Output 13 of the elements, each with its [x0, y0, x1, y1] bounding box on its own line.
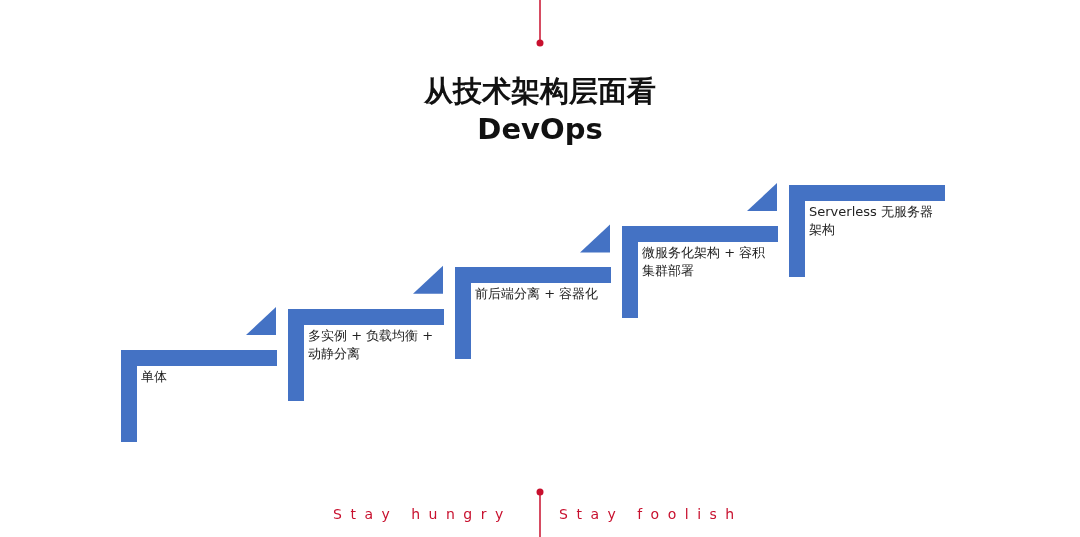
slogan-text: Stay hungry [333, 506, 512, 522]
step-block [622, 226, 778, 319]
slogan-text: Stay foolish [559, 506, 743, 522]
step-label: Serverless 无服务器架构 [809, 202, 934, 239]
step-label: 微服务化架构 + 容积集群部署 [642, 244, 767, 281]
step-block [288, 308, 444, 401]
step-label: 前后端分离 + 容器化 [475, 285, 600, 304]
step-label: 单体 [141, 368, 168, 386]
title: 从技术架构层面看 DevOps [423, 73, 657, 148]
step-block [121, 350, 277, 442]
step-block [789, 184, 945, 277]
step-block [455, 267, 611, 360]
step-label: 多实例 + 负载均衡 + 动静分离 [308, 326, 435, 363]
